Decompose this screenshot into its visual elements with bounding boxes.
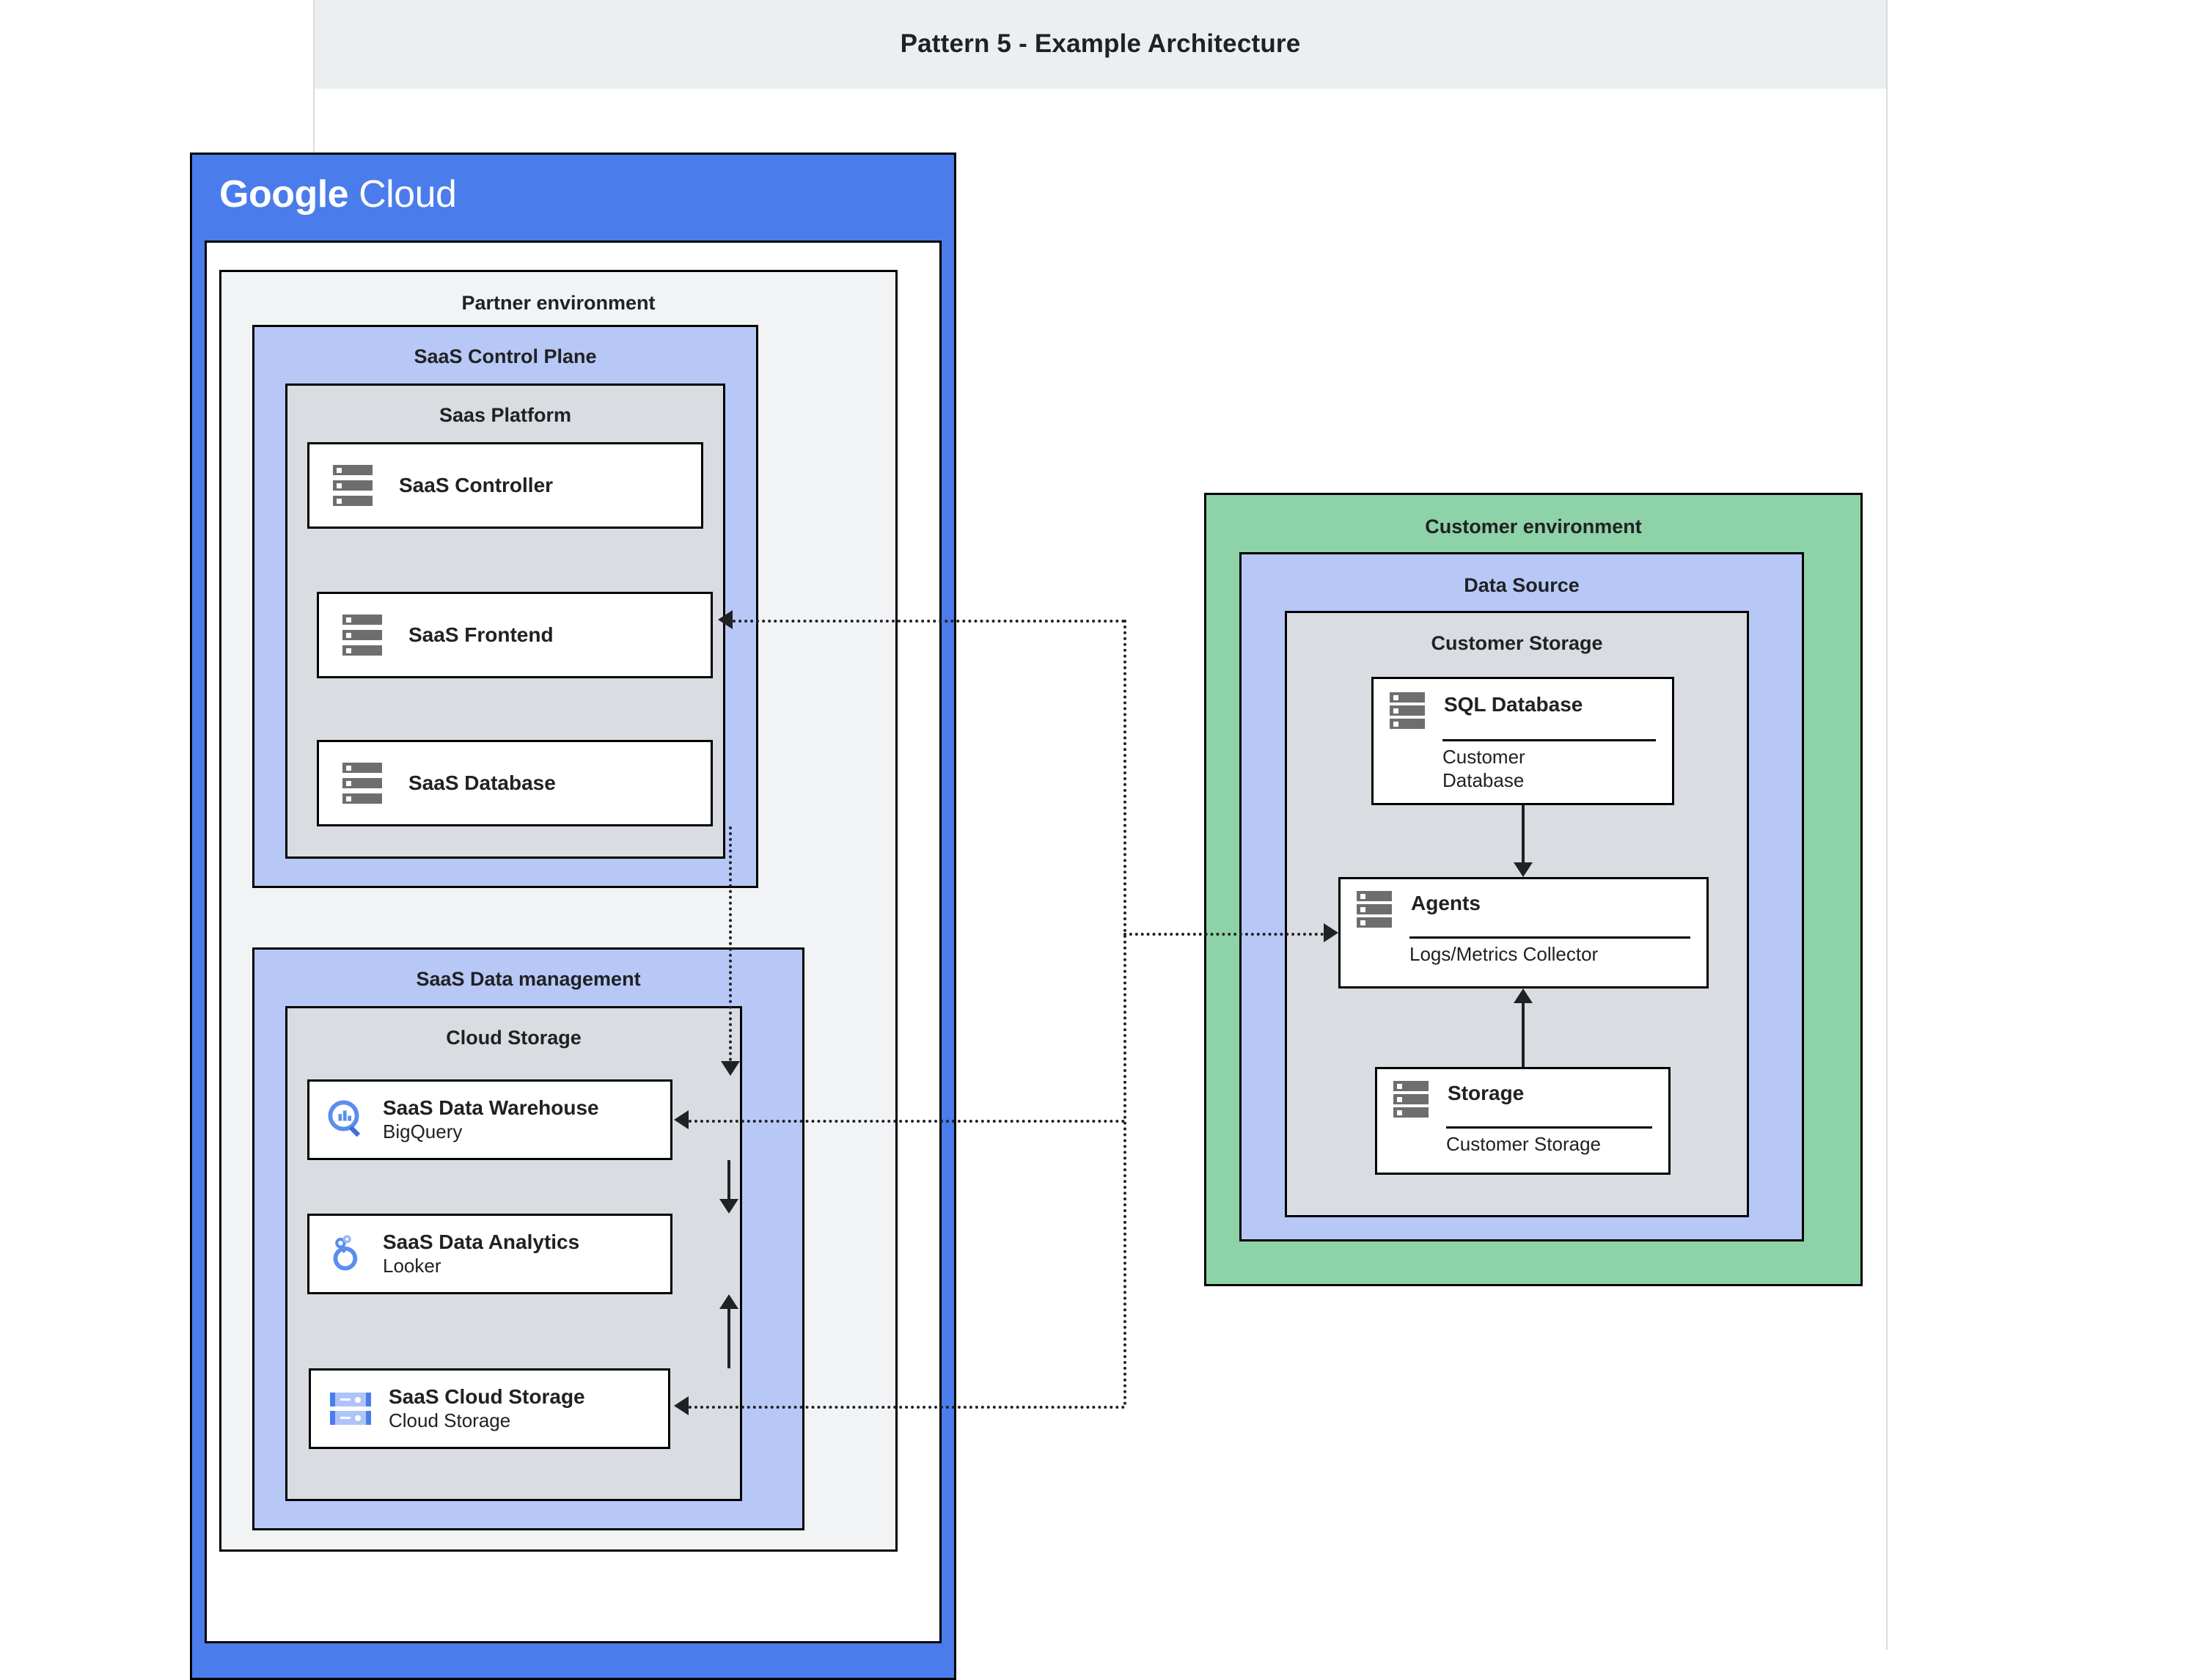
node-title: SaaS Cloud Storage — [389, 1385, 585, 1409]
page-title: Pattern 5 - Example Architecture — [900, 29, 1301, 58]
node-saas-data-analytics[interactable]: SaaS Data Analytics Looker — [307, 1214, 672, 1294]
looker-icon — [326, 1232, 367, 1277]
arrowhead-down — [1514, 862, 1533, 877]
connector-cloudstorage-to-analytics — [727, 1309, 730, 1368]
node-storage[interactable]: Storage Customer Storage — [1375, 1067, 1671, 1175]
arrowhead-up — [1514, 988, 1533, 1003]
saas-control-plane-label: SaaS Control Plane — [414, 345, 597, 367]
node-subtitle: Cloud Storage — [389, 1409, 511, 1432]
node-title: SaaS Frontend — [408, 623, 554, 646]
connector-storage-to-agents — [1522, 1003, 1525, 1067]
connector-saas-db-to-warehouse — [729, 826, 732, 1061]
connector-trunk-to-agents — [1123, 933, 1324, 936]
node-title: SaaS Database — [408, 771, 556, 794]
cloud-storage-group-label: Cloud Storage — [446, 1027, 582, 1049]
content-card: Pattern 5 - Example Architecture Google … — [190, 0, 1888, 1680]
partner-environment-label: Partner environment — [461, 292, 656, 314]
arrowhead-down — [721, 1061, 740, 1076]
divider — [1446, 1126, 1652, 1129]
connector-sql-to-agents — [1522, 805, 1525, 862]
node-title: SQL Database — [1444, 693, 1583, 716]
bigquery-icon — [326, 1098, 367, 1142]
node-saas-controller[interactable]: SaaS Controller — [307, 442, 703, 529]
node-title: SaaS Data Analytics — [383, 1230, 580, 1254]
node-subtitle: Customer Database — [1442, 746, 1525, 791]
header-band — [315, 0, 1886, 89]
server-icon — [1357, 891, 1392, 928]
node-subtitle: Logs/Metrics Collector — [1409, 943, 1599, 965]
connector-trunk-to-frontend — [733, 620, 1125, 623]
saas-platform-label: Saas Platform — [439, 404, 572, 426]
node-subtitle: BigQuery — [383, 1120, 463, 1143]
customer-storage-group-label: Customer Storage — [1431, 632, 1603, 654]
node-title: Agents — [1411, 892, 1481, 914]
customer-environment-label: Customer environment — [1425, 516, 1642, 538]
arrowhead-down — [719, 1199, 738, 1214]
connector-trunk-to-warehouse — [689, 1120, 1125, 1123]
cloud-storage-icon — [330, 1393, 371, 1425]
node-sql-database[interactable]: SQL Database Customer Database — [1371, 677, 1674, 805]
node-subtitle: Looker — [383, 1255, 441, 1277]
node-subtitle: Customer Storage — [1446, 1133, 1601, 1155]
arrowhead-up — [719, 1294, 738, 1309]
node-saas-cloud-storage[interactable]: SaaS Cloud Storage Cloud Storage — [309, 1368, 670, 1449]
connector-trunk-vertical — [1123, 620, 1126, 1406]
node-agents[interactable]: Agents Logs/Metrics Collector — [1338, 877, 1709, 988]
node-title: SaaS Data Warehouse — [383, 1096, 599, 1120]
connector-warehouse-to-analytics — [727, 1160, 730, 1199]
node-title: SaaS Controller — [399, 473, 554, 496]
arrowhead-left — [718, 610, 733, 629]
divider — [1442, 739, 1656, 741]
server-icon — [333, 465, 373, 506]
arrowhead-left — [674, 1110, 689, 1129]
node-saas-data-warehouse[interactable]: SaaS Data Warehouse BigQuery — [307, 1079, 672, 1160]
server-icon — [1393, 1081, 1429, 1118]
arrowhead-right — [1324, 923, 1338, 942]
google-wordmark: Google — [219, 173, 349, 216]
google-cloud-logo: Google Cloud — [219, 172, 457, 216]
node-saas-frontend[interactable]: SaaS Frontend — [317, 592, 713, 678]
arrowhead-left — [674, 1396, 689, 1415]
node-saas-database[interactable]: SaaS Database — [317, 740, 713, 826]
divider — [1409, 936, 1690, 939]
saas-data-management-label: SaaS Data management — [416, 968, 641, 990]
node-title: Storage — [1448, 1082, 1525, 1104]
server-icon — [1390, 692, 1425, 729]
data-source-label: Data Source — [1464, 574, 1580, 596]
cloud-wordmark: Cloud — [359, 173, 457, 216]
connector-trunk-to-cloudstorage — [689, 1406, 1125, 1409]
server-icon — [342, 615, 382, 656]
server-icon — [342, 763, 382, 804]
